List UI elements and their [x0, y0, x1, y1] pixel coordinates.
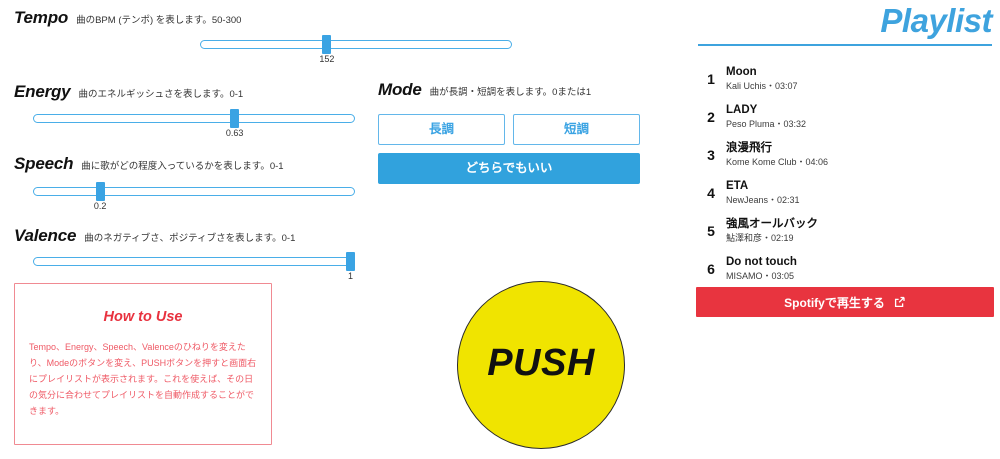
- track-index: 4: [707, 185, 715, 201]
- track-subtitle: 鮎澤和彦・02:19: [726, 233, 794, 243]
- mode-button-row: 長調 短調: [378, 114, 640, 145]
- param-header-valence: Valence 曲のネガティブさ、ポジティブさを表します。0-1: [14, 226, 295, 246]
- param-desc-energy: 曲のエネルギッシュさを表します。0-1: [78, 89, 244, 100]
- param-desc-speech: 曲に歌がどの程度入っているかを表します。0-1: [81, 161, 284, 172]
- slider-energy[interactable]: 0.63: [33, 109, 355, 140]
- control-panel: Tempo 曲のBPM (テンポ) を表します。50-300 152 Energ…: [14, 8, 640, 449]
- param-desc-valence: 曲のネガティブさ、ポジティブさを表します。0-1: [84, 233, 296, 244]
- mode-section: Mode 曲が長調・短調を表します。0または1 長調 短調 どちらでもいい: [378, 80, 640, 184]
- param-header-energy: Energy 曲のエネルギッシュさを表します。0-1: [14, 82, 243, 102]
- track-title: 強風オールバック: [726, 218, 818, 230]
- push-button[interactable]: PUSH: [457, 281, 625, 449]
- slider-value-speech: 0.2: [93, 201, 107, 211]
- how-to-use-title: How to Use: [103, 309, 183, 325]
- track-row[interactable]: 2 LADY Peso Pluma・03:32: [690, 98, 1000, 136]
- mode-major-button[interactable]: 長調: [378, 114, 505, 145]
- track-index: 3: [707, 147, 715, 163]
- track-row[interactable]: 5 強風オールバック鮎澤和彦・02:19: [690, 212, 1000, 250]
- param-header-tempo: Tempo 曲のBPM (テンポ) を表します。50-300: [14, 8, 241, 28]
- track-meta: 強風オールバック鮎澤和彦・02:19: [726, 217, 818, 245]
- how-to-use-panel: How to Use Tempo、Energy、Speech、Valenceのひ…: [14, 283, 272, 445]
- param-name-energy: Energy: [14, 82, 71, 101]
- track-title: Moon: [726, 66, 757, 78]
- mode-minor-button[interactable]: 短調: [513, 114, 640, 145]
- slider-value-tempo: 152: [319, 54, 335, 64]
- playlist-divider: [698, 44, 992, 46]
- push-button-label: PUSH: [487, 342, 595, 384]
- track-subtitle: MISAMO・03:05: [726, 271, 795, 281]
- track-meta: 浪漫飛行 Kome Kome Club・04:06: [726, 141, 828, 169]
- track-row[interactable]: 4 ETA NewJeans・02:31: [690, 174, 1000, 212]
- slider-value-energy: 0.63: [225, 128, 244, 138]
- param-name-speech: Speech: [14, 154, 74, 173]
- track-subtitle: Kali Uchis・03:07: [726, 81, 798, 91]
- track-title: 浪漫飛行: [726, 142, 772, 154]
- track-index: 1: [707, 71, 715, 87]
- slider-track-speech[interactable]: [33, 187, 355, 196]
- track-title: Do not touch: [726, 256, 797, 268]
- track-row[interactable]: 3 浪漫飛行 Kome Kome Club・04:06: [690, 136, 1000, 174]
- param-desc-tempo: 曲のBPM (テンポ) を表します。50-300: [76, 15, 242, 26]
- track-title: ETA: [726, 180, 749, 192]
- slider-thumb-valence[interactable]: [346, 252, 355, 271]
- mode-any-button[interactable]: どちらでもいい: [378, 153, 640, 184]
- slider-tempo[interactable]: 152: [200, 35, 512, 66]
- how-to-use-body: Tempo、Energy、Speech、Valenceのひねりを変えたり、Mod…: [29, 342, 257, 416]
- slider-thumb-energy[interactable]: [230, 109, 240, 128]
- track-title: LADY: [726, 104, 758, 116]
- track-index: 2: [707, 109, 715, 125]
- slider-valence[interactable]: 1: [33, 252, 355, 283]
- track-index: 6: [707, 261, 715, 277]
- param-desc-mode: 曲が長調・短調を表します。0または1: [429, 87, 592, 98]
- slider-track-energy[interactable]: [33, 114, 355, 123]
- track-subtitle: NewJeans・02:31: [726, 195, 800, 205]
- track-meta: ETA NewJeans・02:31: [726, 179, 800, 207]
- param-name-valence: Valence: [14, 226, 77, 245]
- slider-track-tempo[interactable]: [200, 40, 512, 49]
- param-header-mode: Mode 曲が長調・短調を表します。0または1: [378, 80, 640, 100]
- slider-value-valence: 1: [347, 271, 354, 281]
- slider-thumb-tempo[interactable]: [322, 35, 332, 54]
- track-index: 5: [707, 223, 715, 239]
- slider-thumb-speech[interactable]: [95, 182, 105, 201]
- spotify-play-label: Spotifyで再生する: [784, 295, 885, 310]
- external-link-icon: [894, 296, 906, 308]
- slider-track-valence[interactable]: [33, 257, 355, 266]
- param-name-tempo: Tempo: [14, 8, 69, 27]
- slider-speech[interactable]: 0.2: [33, 182, 355, 213]
- playlist-title: Playlist: [880, 2, 992, 39]
- param-header-speech: Speech 曲に歌がどの程度入っているかを表します。0-1: [14, 154, 284, 174]
- track-subtitle: Kome Kome Club・04:06: [726, 157, 829, 167]
- track-subtitle: Peso Pluma・03:32: [726, 119, 807, 129]
- param-name-mode: Mode: [378, 80, 422, 99]
- spotify-play-button[interactable]: Spotifyで再生する: [696, 287, 994, 317]
- track-meta: LADY Peso Pluma・03:32: [726, 103, 806, 131]
